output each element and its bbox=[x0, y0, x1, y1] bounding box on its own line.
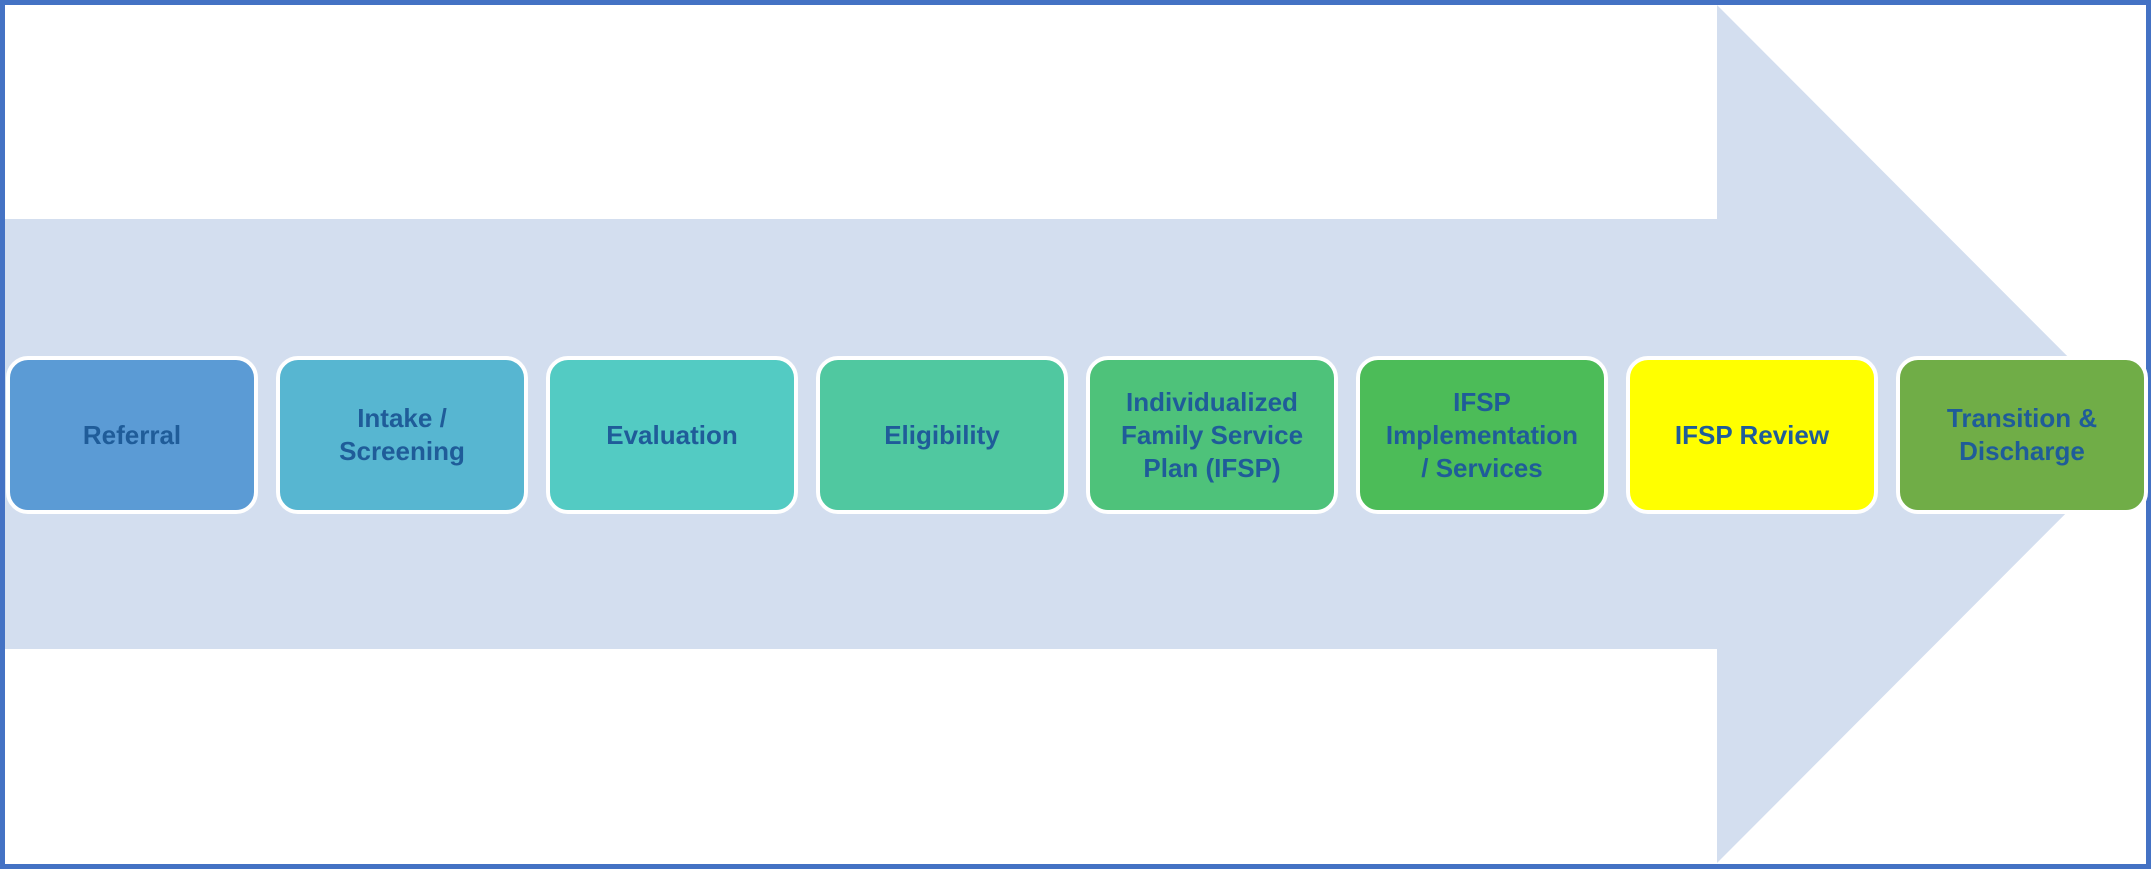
step-ifsp: Individualized Family Service Plan (IFSP… bbox=[1086, 356, 1338, 514]
step-label: Transition & Discharge bbox=[1946, 403, 2098, 466]
step-transition: Transition & Discharge bbox=[1896, 356, 2148, 514]
step-ifsp-review: IFSP Review bbox=[1626, 356, 1878, 514]
step-label: Individualized Family Service Plan (IFSP… bbox=[1120, 386, 1304, 483]
step-label: Eligibility bbox=[884, 419, 1000, 450]
step-label: IFSP Implementation / Services bbox=[1385, 386, 1579, 483]
arrow-shape bbox=[5, 5, 2145, 863]
step-referral: Referral bbox=[6, 356, 258, 514]
step-label: Intake / Screening bbox=[339, 403, 465, 466]
step-evaluation: Evaluation bbox=[546, 356, 798, 514]
step-label: Referral bbox=[82, 419, 182, 450]
step-eligibility: Eligibility bbox=[816, 356, 1068, 514]
step-intake-screening: Intake / Screening bbox=[276, 356, 528, 514]
step-label: Evaluation bbox=[606, 419, 738, 450]
step-implementation: IFSP Implementation / Services bbox=[1356, 356, 1608, 514]
step-label: IFSP Review bbox=[1674, 419, 1830, 450]
